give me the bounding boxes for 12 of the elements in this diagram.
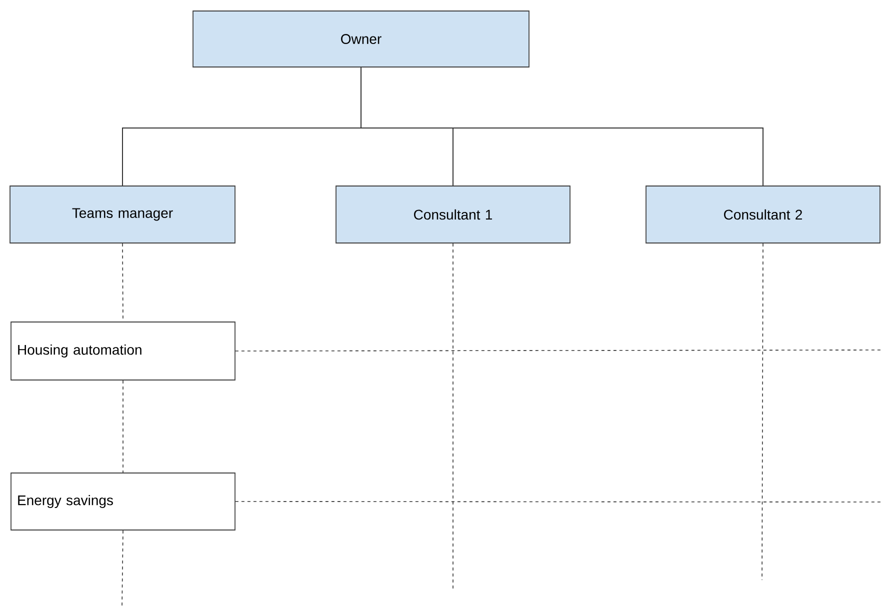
role-box: Consultant 2	[646, 186, 880, 244]
dashed-line	[122, 530, 124, 606]
topic-box: Energy savings	[10, 472, 236, 530]
dashed-line	[452, 243, 454, 590]
dashed-line	[235, 350, 882, 352]
role-box: Consultant 1	[336, 186, 570, 244]
role-box: Owner	[192, 10, 530, 68]
dashed-line	[235, 501, 882, 502]
topic-box: Housing automation	[10, 322, 236, 380]
role-box: Teams manager	[10, 186, 236, 244]
dashed-line	[762, 243, 764, 580]
dashed-line	[122, 380, 124, 473]
